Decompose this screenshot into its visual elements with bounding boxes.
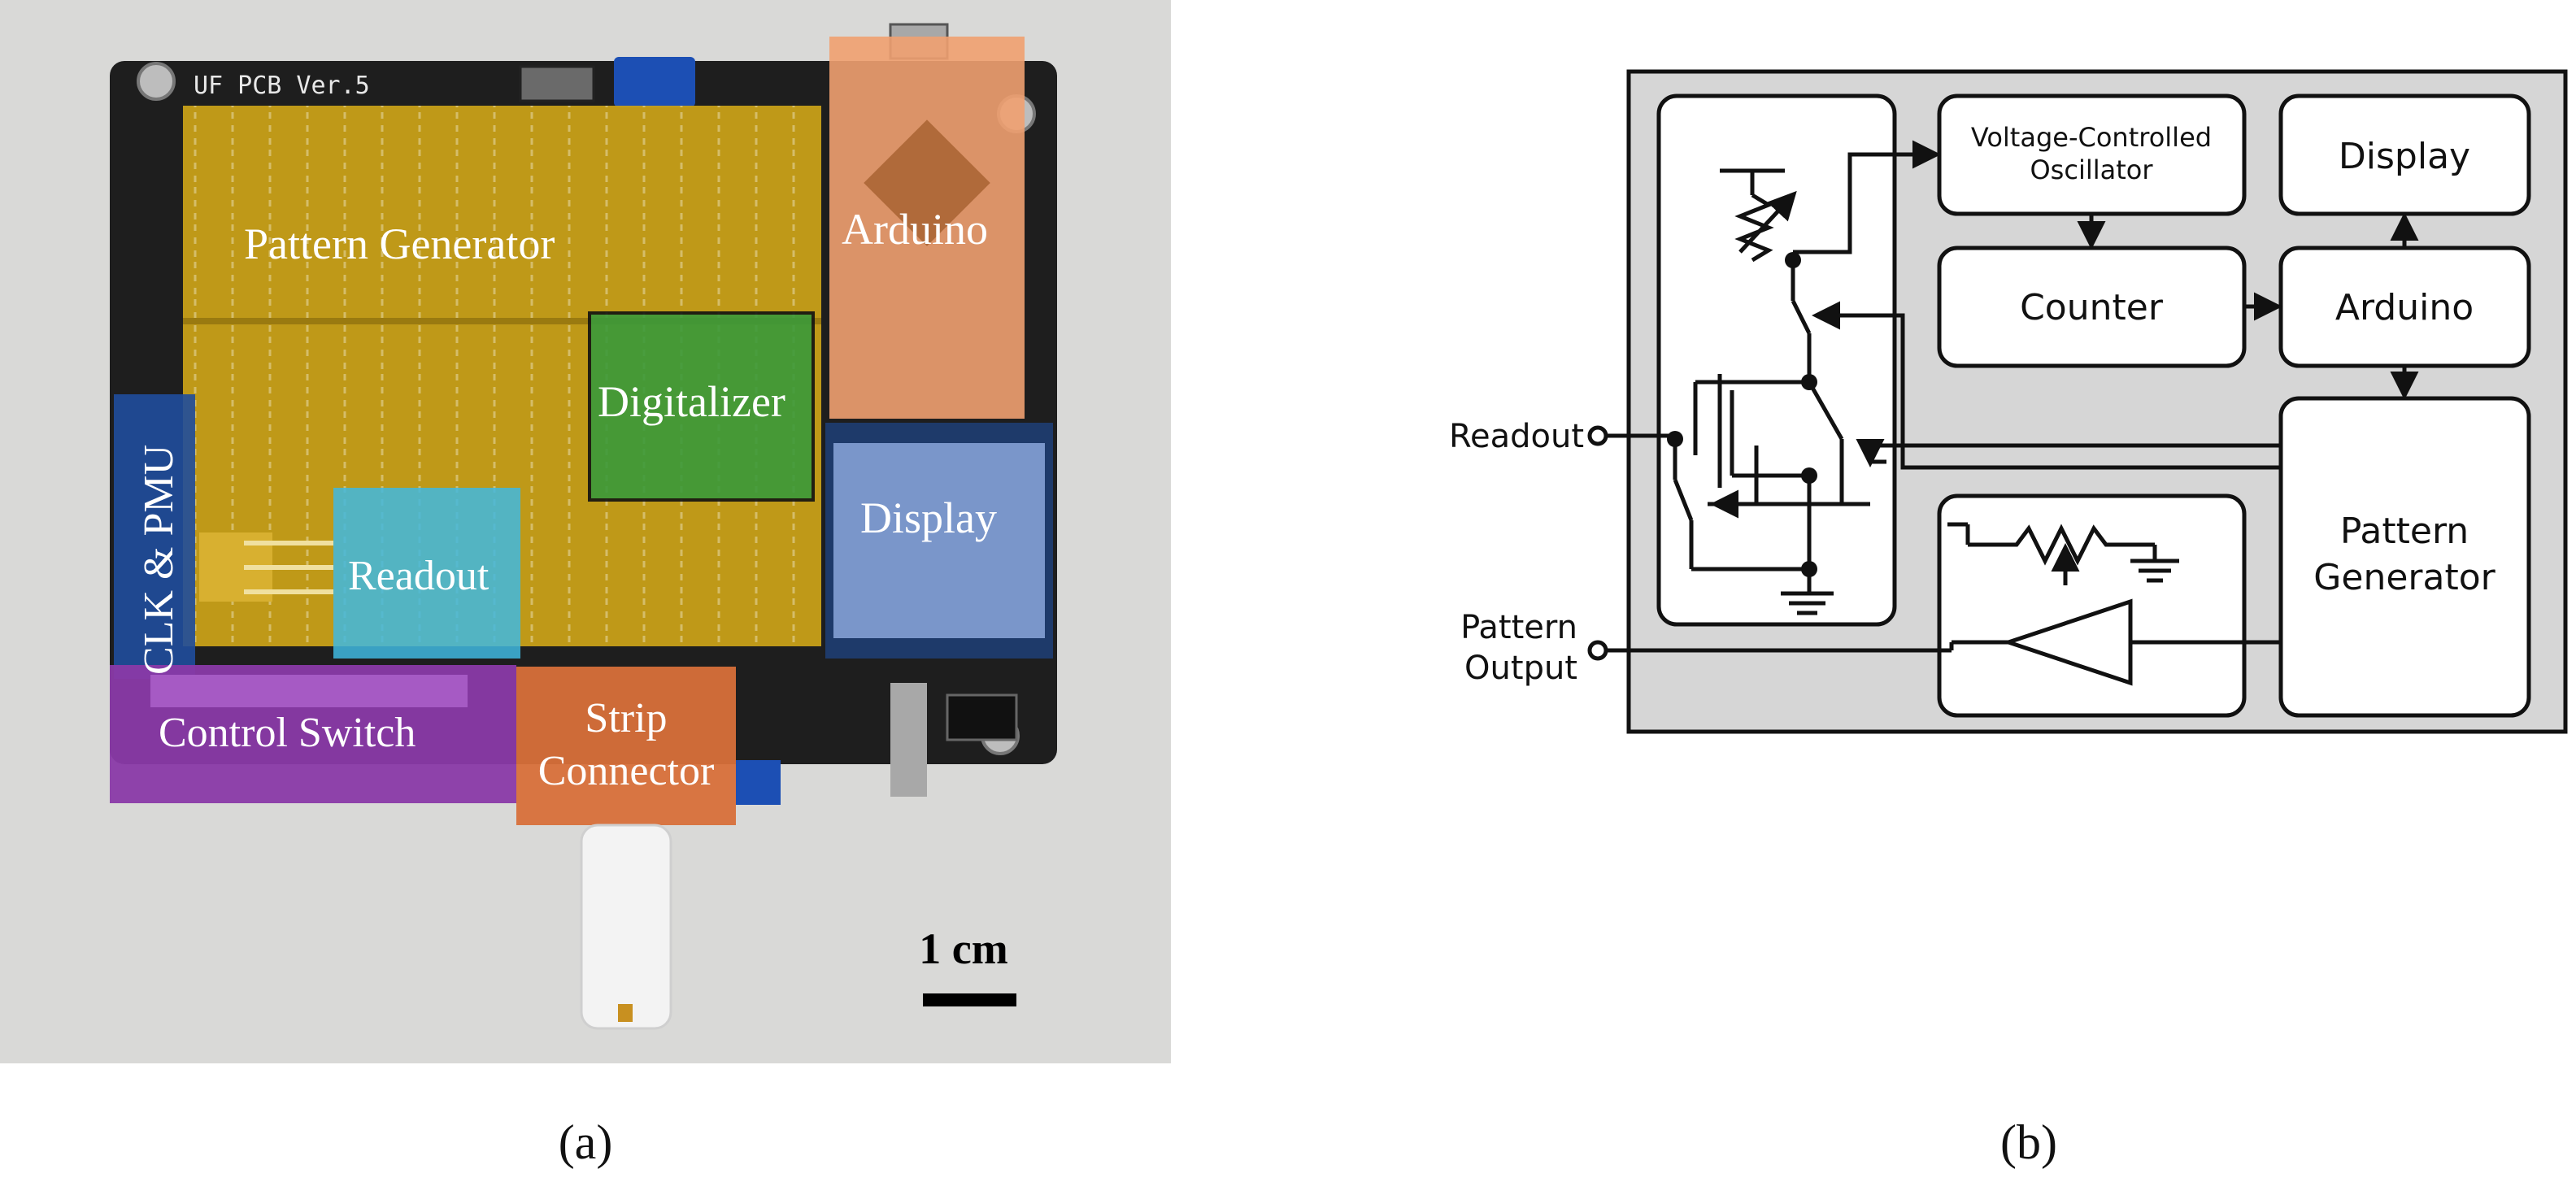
node-dot	[1801, 561, 1817, 577]
pattern-generator-label-line1: Pattern	[2340, 511, 2469, 552]
scale-bar-label: 1 cm	[919, 924, 1007, 973]
display-block-label: Display	[2339, 136, 2470, 177]
potentiometer-bottom	[736, 760, 781, 805]
pin-header	[946, 693, 1018, 741]
display-region	[833, 443, 1045, 638]
caption-a: (a)	[559, 1115, 613, 1169]
label-arduino: Arduino	[842, 205, 988, 254]
vco-label-line1: Voltage-Controlled	[1971, 122, 2212, 153]
pattern-output-port-icon	[1587, 640, 1608, 661]
pattern-generator-label-line2: Generator	[2313, 557, 2496, 598]
arduino-chip	[864, 120, 990, 246]
pattern-output-label-line1: Pattern	[1460, 609, 1577, 646]
arrow-pg-to-switch-right	[1856, 439, 2281, 467]
toggle-switch	[519, 65, 595, 102]
dip-switch	[150, 675, 468, 707]
strip-connector-region	[516, 667, 736, 825]
label-display: Display	[860, 493, 997, 542]
arduino-block-label: Arduino	[2335, 287, 2474, 328]
label-control-switch: Control Switch	[159, 710, 416, 756]
label-digitalizer: Digitalizer	[598, 377, 785, 426]
sensor-circuit-block	[1656, 93, 1897, 627]
battery-clip	[890, 683, 927, 797]
label-strip-connector-line2: Connector	[538, 748, 715, 794]
scale-bar	[923, 993, 1016, 1006]
node-dot	[1667, 431, 1683, 447]
mounting-hole-icon	[137, 62, 176, 101]
readout-region	[333, 488, 520, 659]
node-dot	[1801, 374, 1817, 390]
panel-b: Voltage-Controlled Oscillator Display Co…	[1449, 69, 2568, 734]
arrow-sensor-to-vco	[1793, 140, 1941, 254]
test-strip	[580, 824, 672, 1030]
label-strip-connector-line1: Strip	[585, 695, 667, 741]
caption-b: (b)	[2000, 1115, 2057, 1169]
label-clk-pmu: CLK & PMU	[136, 445, 182, 675]
output-buffer-block	[1937, 493, 2247, 718]
clk-pmu-region	[114, 394, 195, 679]
pattern-output-label-line2: Output	[1464, 650, 1577, 687]
board-silkscreen: UF PCB Ver.5	[194, 72, 370, 100]
potentiometer-top	[614, 57, 695, 107]
test-strip-electrode	[618, 1004, 633, 1022]
label-pattern-generator: Pattern Generator	[244, 220, 555, 268]
node-dot	[1785, 252, 1801, 268]
arrow-pg-to-switch-top	[1812, 301, 2281, 470]
readout-port-icon	[1587, 425, 1608, 446]
digitalizer-region	[588, 311, 815, 502]
vco-label-line2: Oscillator	[2030, 154, 2153, 185]
label-readout: Readout	[348, 553, 490, 599]
node-dot	[1801, 467, 1817, 484]
counter-block-label: Counter	[2020, 287, 2164, 328]
panel-a: UF PCB Ver.5	[0, 0, 1171, 1063]
readout-port-label: Readout	[1449, 418, 1584, 455]
